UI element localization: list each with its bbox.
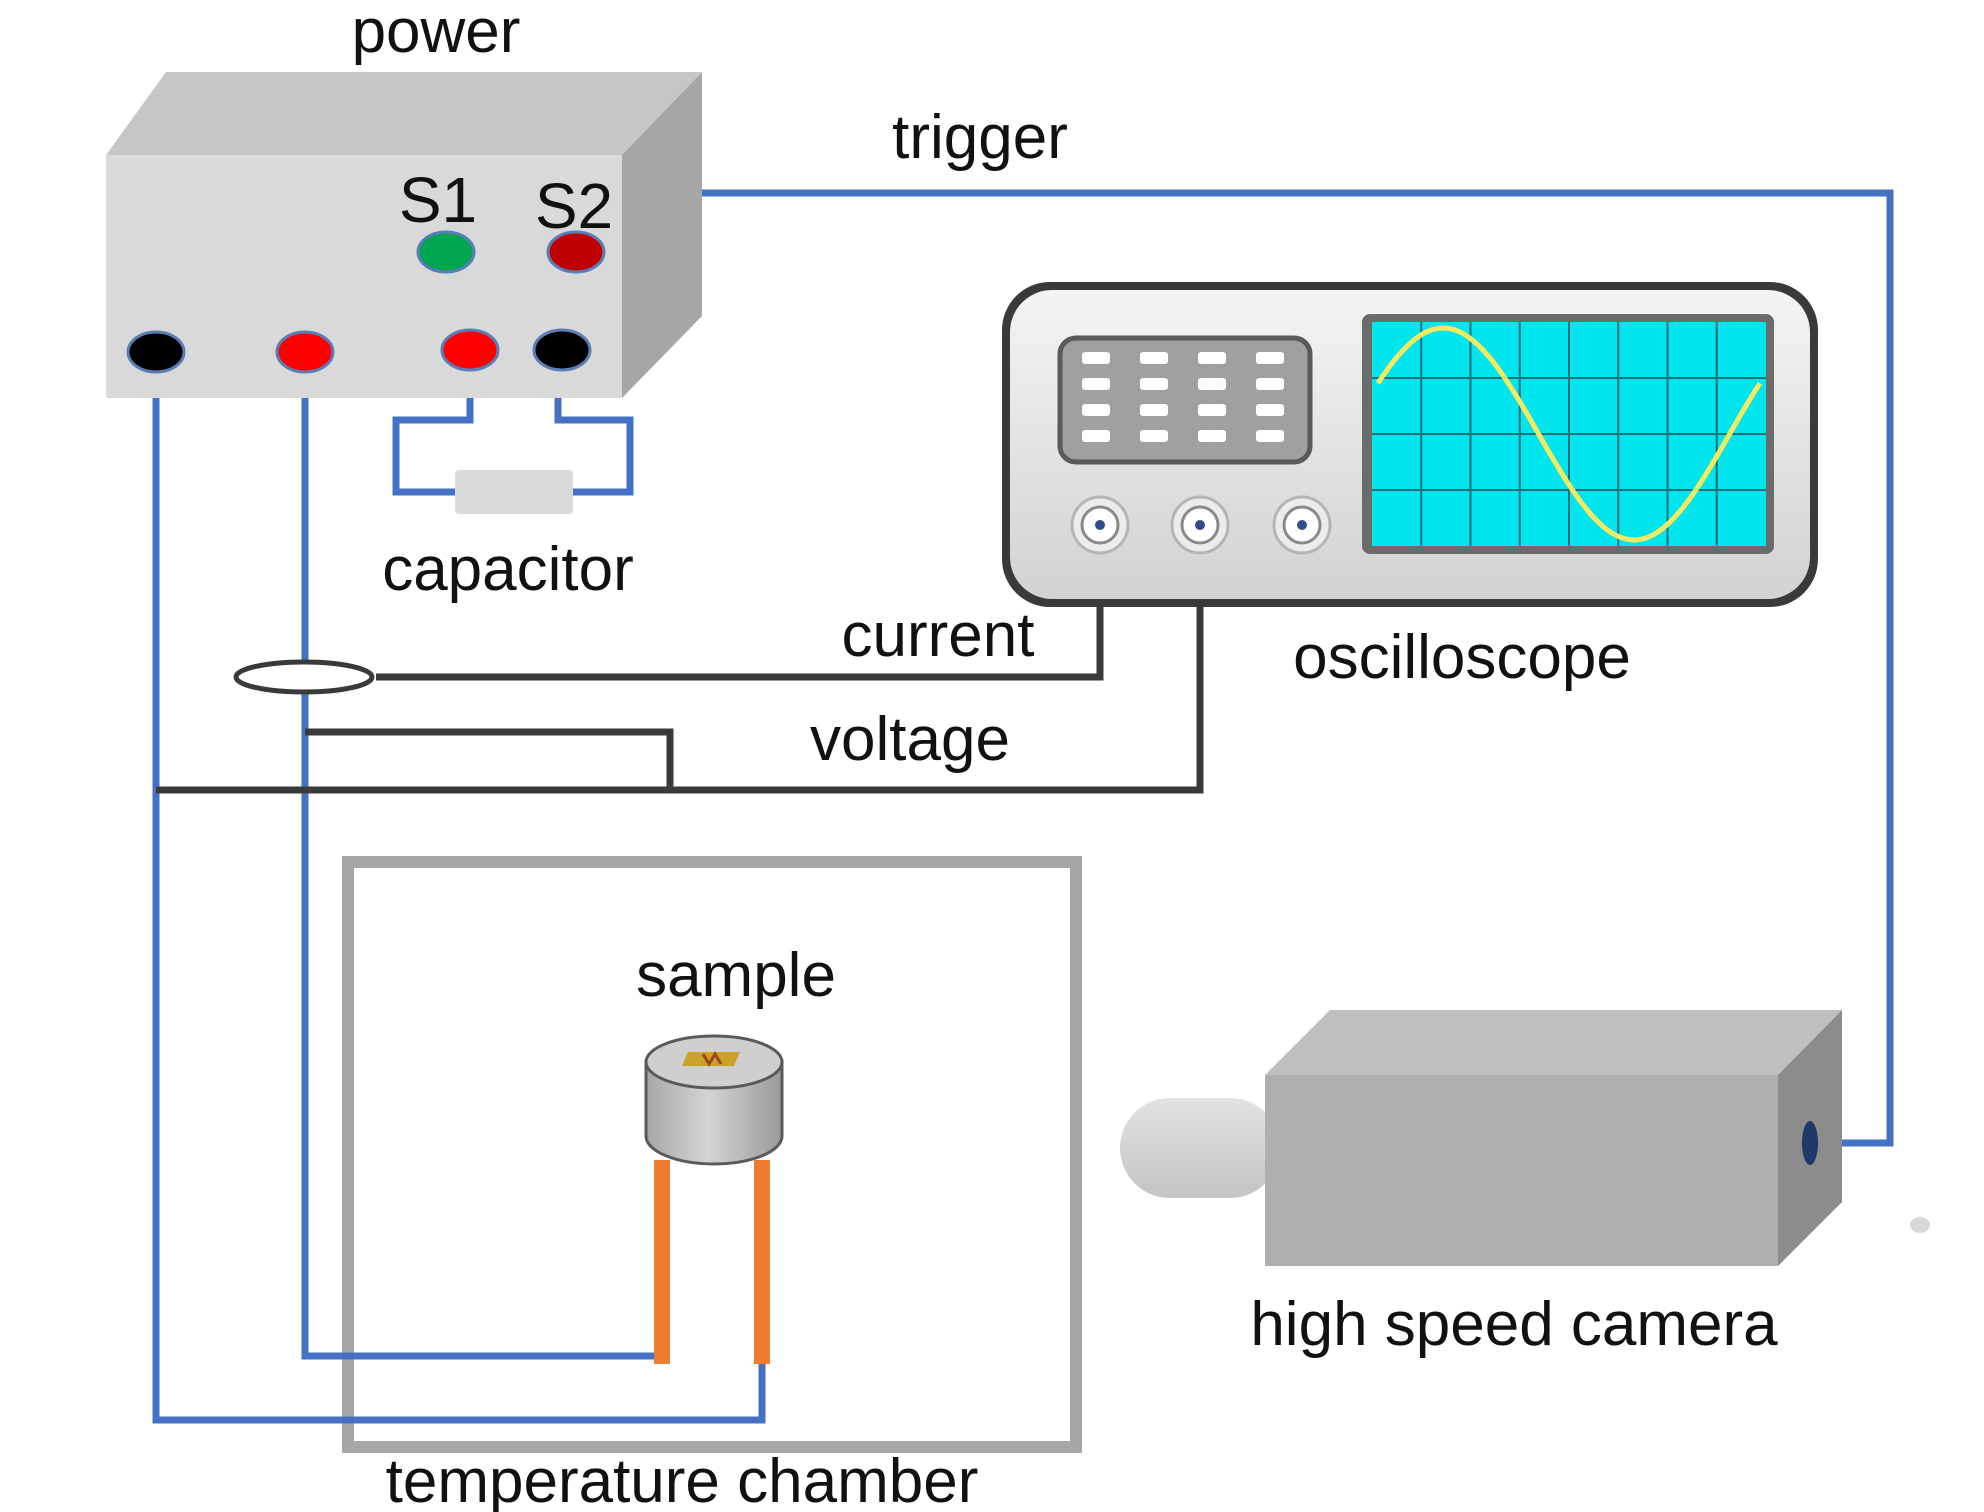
label-trigger: trigger [892,103,1068,172]
trigger-wire [700,189,1894,1147]
oscilloscope-key [1198,352,1226,364]
terminal-red-right [440,328,500,372]
ground-wire [152,355,766,1424]
s1-switch [416,230,476,274]
cylindrical-sample-icon [644,1034,784,1364]
connector-current [1070,495,1130,555]
terminal-black-right [532,328,592,372]
oscilloscope-key [1140,352,1168,364]
oscilloscope-key [1198,378,1226,390]
label-high-speed-camera: high speed camera [1250,1290,1778,1359]
voltage-wire-upper [305,728,674,790]
high-speed-camera-icon [1120,1010,1930,1266]
oscilloscope-key [1256,378,1284,390]
power-supply-box-icon [106,72,702,398]
label-s1: S1 [399,164,477,236]
oscilloscope-keypad [1057,335,1313,465]
sample-lead-right [754,1160,770,1364]
label-oscilloscope: oscilloscope [1293,623,1631,692]
oscilloscope-key [1082,352,1110,364]
connector-spare [1272,495,1332,555]
label-s2: S2 [535,170,613,242]
oscilloscope-key [1140,430,1168,442]
capacitor-icon [455,470,573,514]
voltage-wire-lower [156,525,1204,794]
oscilloscope-key [1082,404,1110,416]
oscilloscope-key [1198,404,1226,416]
oscilloscope-key [1140,404,1168,416]
connector-voltage [1170,495,1230,555]
oscilloscope-key [1256,352,1284,364]
current-probe-ring-icon [233,659,375,695]
label-capacitor: capacitor [382,535,634,604]
label-temperature-chamber: temperature chamber [386,1447,979,1512]
camera-lens [1120,1098,1280,1198]
oscilloscope-key [1082,378,1110,390]
label-power: power [352,0,521,66]
terminal-black-left [126,330,186,374]
label-sample: sample [636,941,836,1010]
label-current: current [842,601,1035,670]
oscilloscope-icon [1002,282,1818,607]
temperature-chamber-box [342,856,1082,1453]
oscilloscope-key [1256,404,1284,416]
camera-trigger-port [1802,1121,1818,1165]
oscilloscope-key [1140,378,1168,390]
oscilloscope-key [1256,430,1284,442]
terminal-red-left [275,330,335,374]
sample-lead-left [654,1160,670,1364]
oscilloscope-key [1082,430,1110,442]
label-voltage: voltage [810,705,1010,774]
oscilloscope-waveform [1375,325,1763,543]
oscilloscope-key [1198,430,1226,442]
s2-switch [546,230,606,274]
